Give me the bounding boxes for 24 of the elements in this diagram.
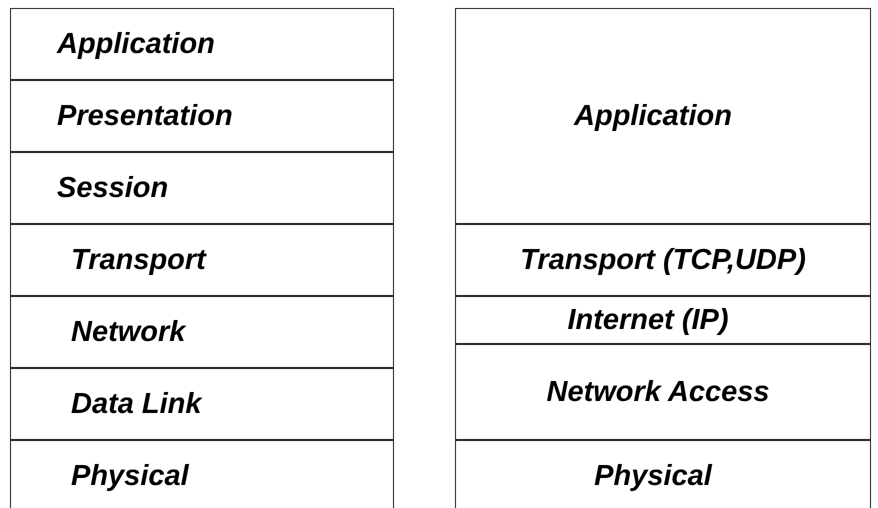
layer-box xyxy=(455,224,871,296)
layer-label: Presentation xyxy=(57,100,233,132)
layer-label: Physical xyxy=(594,460,712,492)
layer-box xyxy=(10,80,394,152)
layer-box xyxy=(455,8,871,224)
layer-box xyxy=(10,440,394,508)
layer-label: Transport (TCP,UDP) xyxy=(520,244,806,276)
layer-label: Transport xyxy=(71,244,206,276)
layer-box xyxy=(455,296,871,344)
layer-label: Internet (IP) xyxy=(567,304,729,336)
layer-label: Network xyxy=(71,316,186,348)
layer-label: Physical xyxy=(71,460,189,492)
layer-label: Application xyxy=(574,100,732,132)
layer-box xyxy=(10,152,394,224)
layer-box xyxy=(10,8,394,80)
layer-label: Session xyxy=(57,172,168,204)
layer-box xyxy=(10,224,394,296)
layer-label: Data Link xyxy=(71,388,202,420)
layer-label: Application xyxy=(57,28,215,60)
layer-box xyxy=(455,440,871,508)
layer-box xyxy=(455,344,871,440)
layer-box xyxy=(10,368,394,440)
layer-box xyxy=(10,296,394,368)
layer-label: Network Access xyxy=(546,376,770,408)
